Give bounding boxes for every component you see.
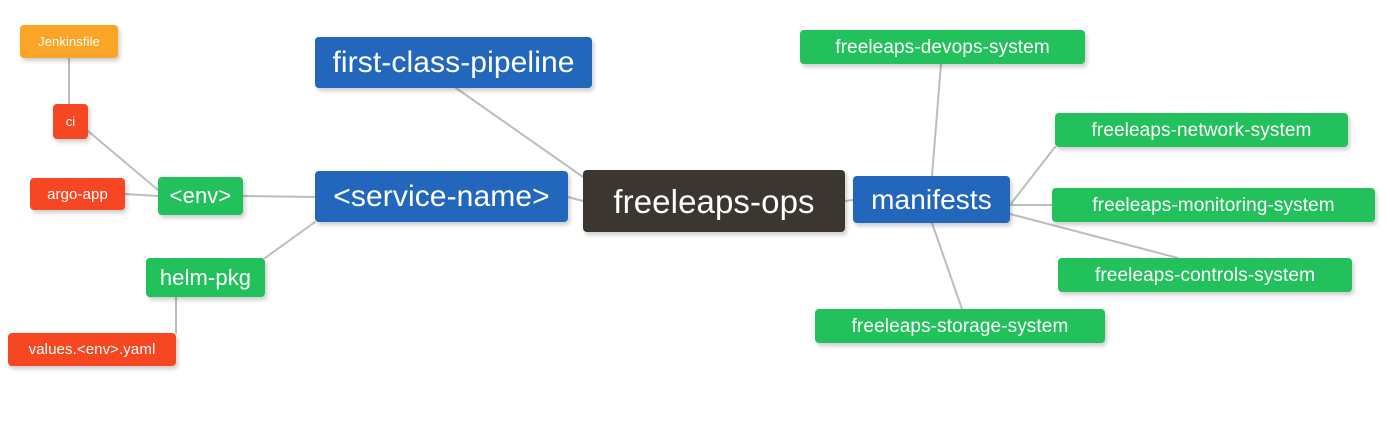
mindmap-node-service[interactable]: <service-name> bbox=[315, 171, 568, 222]
mindmap-node-storage[interactable]: freeleaps-storage-system bbox=[815, 309, 1105, 343]
mindmap-node-env[interactable]: <env> bbox=[158, 177, 243, 215]
mindmap-node-label: manifests bbox=[871, 183, 992, 215]
mindmap-node-label: values.<env>.yaml bbox=[28, 341, 156, 358]
mindmap-node-ci[interactable]: ci bbox=[53, 104, 88, 139]
edge-manifests-to-network bbox=[1009, 146, 1056, 206]
mindmap-node-label: Jenkinsfile bbox=[38, 34, 100, 49]
mindmap-node-label: freeleaps-controls-system bbox=[1094, 264, 1316, 286]
mindmap-node-argoapp[interactable]: argo-app bbox=[30, 178, 125, 210]
edge-root-to-service bbox=[567, 196, 584, 202]
mindmap-node-pipeline[interactable]: first-class-pipeline bbox=[315, 37, 592, 88]
mindmap-node-controls[interactable]: freeleaps-controls-system bbox=[1058, 258, 1352, 292]
mindmap-node-jenkinsfile[interactable]: Jenkinsfile bbox=[20, 25, 118, 58]
mindmap-node-network[interactable]: freeleaps-network-system bbox=[1055, 113, 1348, 147]
mindmap-node-valuesyaml[interactable]: values.<env>.yaml bbox=[8, 333, 176, 366]
mindmap-node-label: freeleaps-network-system bbox=[1091, 119, 1312, 141]
mindmap-node-root[interactable]: freeleaps-ops bbox=[583, 170, 845, 232]
mindmap-node-label: freeleaps-storage-system bbox=[851, 315, 1069, 337]
mindmap-node-label: freeleaps-monitoring-system bbox=[1092, 194, 1335, 216]
edge-service-to-helmpkg bbox=[264, 221, 316, 259]
edge-env-to-argoapp bbox=[124, 193, 159, 197]
mindmap-node-label: ci bbox=[65, 114, 76, 129]
mindmap-node-label: helm-pkg bbox=[159, 264, 252, 290]
mindmap-node-label: <service-name> bbox=[333, 179, 550, 213]
mindmap-node-label: <env> bbox=[169, 183, 232, 208]
edge-manifests-to-devops bbox=[931, 63, 942, 177]
mindmap-node-label: first-class-pipeline bbox=[332, 45, 575, 79]
edge-service-to-env bbox=[242, 195, 316, 198]
edge-root-to-pipeline bbox=[455, 87, 584, 178]
mindmap-node-label: freeleaps-ops bbox=[613, 182, 815, 220]
mindmap-node-manifests[interactable]: manifests bbox=[853, 176, 1010, 223]
mindmap-node-helmpkg[interactable]: helm-pkg bbox=[146, 258, 265, 297]
edge-manifests-to-storage bbox=[931, 222, 963, 310]
edge-root-to-manifests bbox=[844, 199, 854, 202]
mindmap-node-monitoring[interactable]: freeleaps-monitoring-system bbox=[1052, 188, 1375, 222]
mindmap-node-label: argo-app bbox=[47, 185, 108, 203]
mindmap-node-devops[interactable]: freeleaps-devops-system bbox=[800, 30, 1085, 64]
mindmap-node-label: freeleaps-devops-system bbox=[835, 36, 1050, 58]
